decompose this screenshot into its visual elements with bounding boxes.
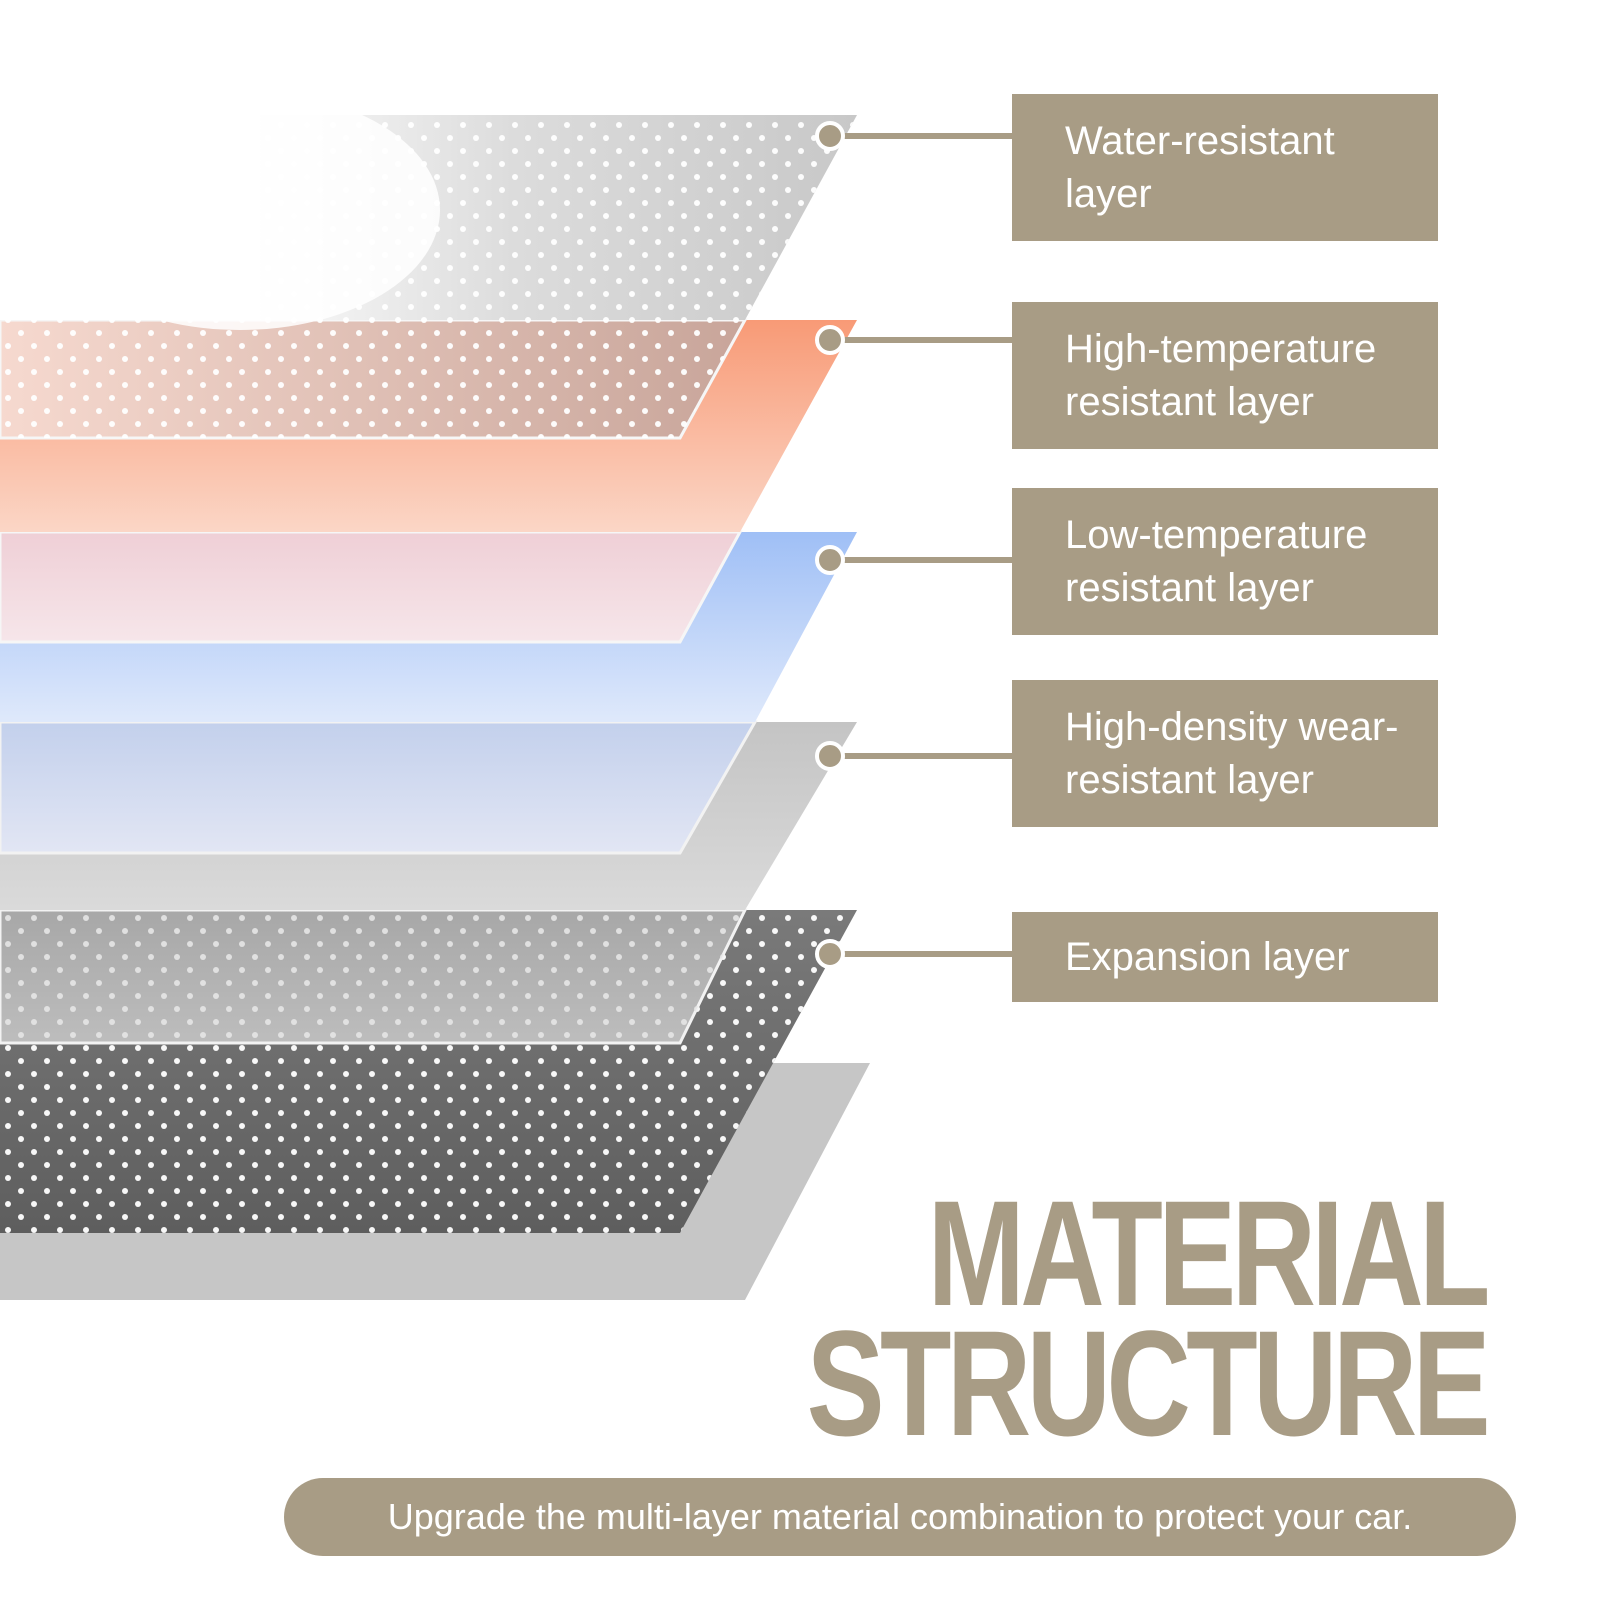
label-expansion-layer: Expansion layer — [1012, 912, 1438, 1002]
label-wear-resistant-layer: High-density wear- resistant layer — [1012, 680, 1438, 827]
pink-sheet — [0, 530, 743, 644]
label-low-temperature-layer: Low-temperature resistant layer — [1012, 488, 1438, 635]
label-water-text: Water-resistant layer — [1065, 118, 1335, 216]
label-water-resistant-layer: Water-resistant layer — [1012, 94, 1438, 241]
connector-wear — [815, 741, 1012, 771]
label-high-temperature-layer: High-temperature resistant layer — [1012, 302, 1438, 449]
grey-dotted-sheet — [0, 908, 748, 1045]
title-structure: STRUCTURE — [806, 1299, 1491, 1467]
title-material: MATERIAL — [927, 1169, 1491, 1337]
tagline-text: Upgrade the multi-layer material combina… — [387, 1496, 1413, 1537]
water-layer-sheet — [0, 90, 857, 330]
label-expansion-text: Expansion layer — [1065, 934, 1350, 979]
blue-grey-sheet — [0, 720, 758, 855]
label-high-temp-text: High-temperature resistant layer — [1065, 326, 1377, 424]
label-wear-text: High-density wear- resistant layer — [1065, 704, 1399, 802]
connector-high-temp — [815, 325, 1012, 355]
connector-low-temp — [815, 545, 1012, 575]
tagline-banner: Upgrade the multi-layer material combina… — [284, 1478, 1516, 1556]
connector-expansion — [815, 939, 1012, 969]
peach-dotted-sheet — [0, 318, 748, 440]
label-low-temp-text: Low-temperature resistant layer — [1065, 512, 1368, 610]
connector-water — [815, 121, 1012, 151]
